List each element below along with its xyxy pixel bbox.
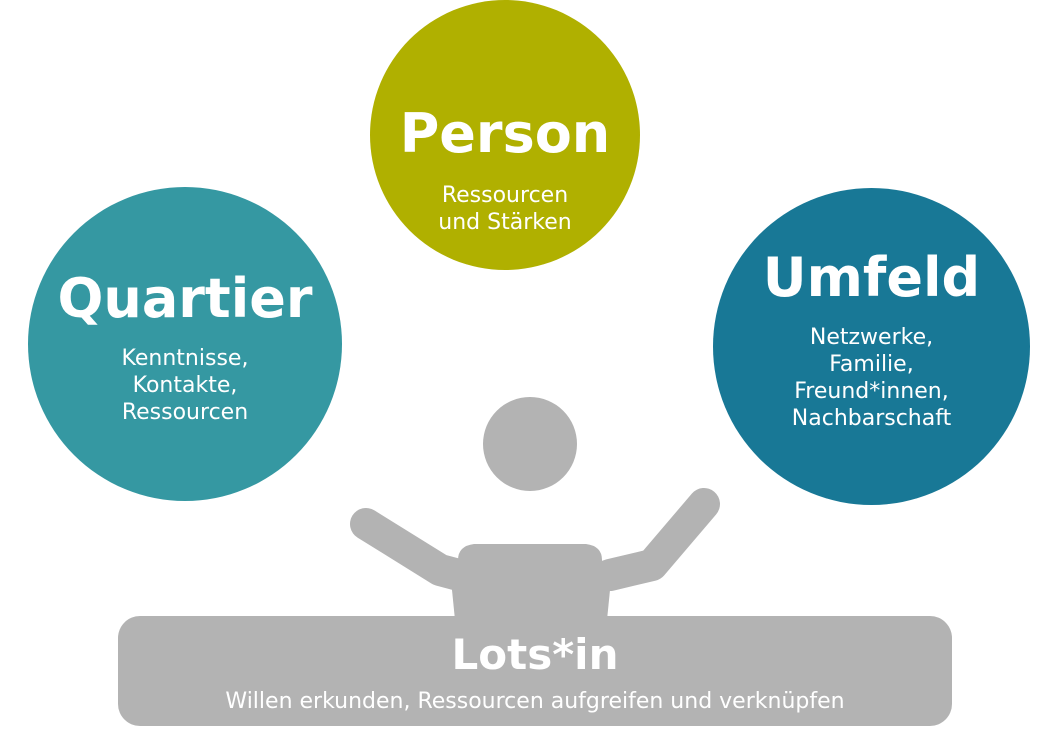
quartier-title: Quartier: [57, 267, 313, 330]
lotsin-subtitle: Willen erkunden, Ressourcen aufgreifen u…: [225, 689, 845, 714]
figure-torso: [452, 544, 610, 630]
quartier-circle: Quartier Kenntnisse, Kontakte, Ressource…: [28, 187, 342, 501]
umfeld-title: Umfeld: [762, 246, 981, 309]
person-circle: Person Ressourcen und Stärken: [370, 0, 640, 270]
figure-right-arm: [594, 488, 720, 591]
quartier-subtitle: Kenntnisse, Kontakte, Ressourcen: [121, 346, 249, 425]
figure-left-arm: [350, 508, 486, 594]
lotsin-bar: Lots*in Willen erkunden, Ressourcen aufg…: [118, 616, 952, 726]
person-subtitle: Ressourcen und Stärken: [438, 183, 572, 235]
umfeld-subtitle: Netzwerke, Familie, Freund*innen, Nachba…: [791, 325, 952, 431]
person-title: Person: [399, 102, 611, 165]
lotsin-title: Lots*in: [451, 630, 619, 679]
figure-head: [483, 397, 577, 491]
umfeld-circle: Umfeld Netzwerke, Familie, Freund*innen,…: [713, 188, 1030, 505]
